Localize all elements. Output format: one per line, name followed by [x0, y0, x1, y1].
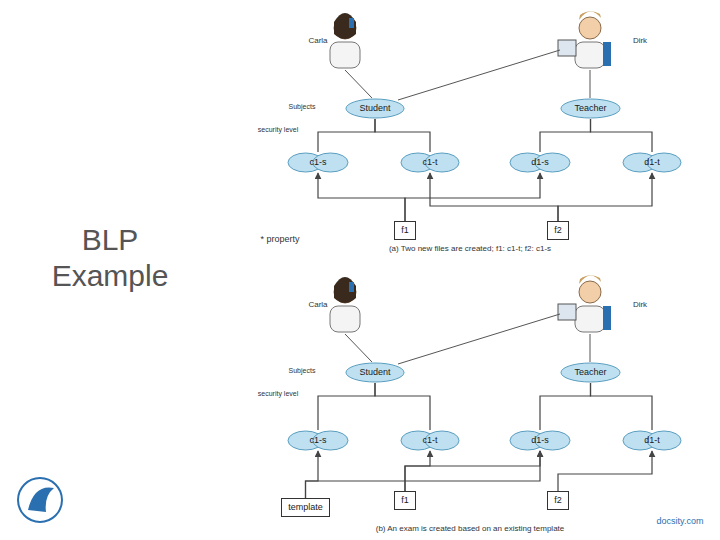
connector: [430, 173, 558, 221]
ellipse-shape: [561, 99, 620, 118]
file-box: f1: [394, 491, 416, 510]
connector: [306, 451, 541, 498]
level-ellipse-pair: c1-s: [287, 430, 349, 451]
node-text: f2: [554, 225, 562, 236]
connector: [375, 119, 430, 152]
phone: [349, 18, 354, 28]
hair: [579, 11, 601, 20]
role-ellipse: Teacher: [560, 98, 621, 119]
connector: [405, 451, 430, 491]
connector: [318, 173, 405, 221]
node-text: f2: [554, 495, 562, 506]
user-name: Dirk: [620, 300, 660, 309]
user-line: [590, 334, 591, 362]
connector: [405, 451, 540, 491]
node-text: c1-t: [422, 435, 438, 446]
node-text: d1-s: [531, 435, 549, 446]
level-ellipse-pair: d1-s: [509, 152, 571, 173]
ellipse-shape: [561, 363, 620, 382]
node-text: template: [288, 502, 323, 513]
user-line: [345, 70, 372, 98]
role-ellipse: Teacher: [560, 362, 621, 383]
level-ellipse-pair: c1-t: [400, 430, 460, 451]
node-text: d1-t: [644, 157, 660, 168]
user-figure: [330, 277, 360, 332]
user-name: Dirk: [620, 36, 660, 45]
user-line: [398, 50, 560, 100]
user-name: Carla: [298, 300, 338, 309]
level-ellipse-pair: c1-t: [400, 152, 460, 173]
role-ellipse: Student: [345, 362, 405, 383]
connector: [306, 451, 319, 498]
connector: [375, 383, 430, 430]
file-box: f2: [547, 221, 569, 240]
ellipse-shape: [346, 99, 404, 118]
user-figure: [558, 11, 611, 68]
node-text: c1-s: [309, 435, 327, 446]
user-line: [345, 334, 372, 362]
file-box: f2: [547, 491, 569, 510]
user-line: [398, 314, 560, 364]
logo: [18, 478, 62, 522]
node-text: c1-t: [422, 157, 438, 168]
watermark: docsity.com: [644, 516, 716, 526]
row-label: Subjects: [282, 103, 322, 111]
user-line: [590, 70, 591, 98]
caption: (a) Two new files are created; f1: c1-t;…: [310, 244, 630, 253]
node-text: Teacher: [574, 103, 607, 114]
computer: [558, 304, 576, 320]
phone: [349, 282, 354, 292]
file-box: f1: [394, 221, 416, 240]
beard-hair: [334, 277, 356, 303]
connector: [540, 119, 591, 152]
computer-tower: [603, 306, 611, 330]
property-label: * property: [250, 234, 310, 244]
slide-title: BLP Example: [30, 222, 190, 294]
level-ellipse-pair: d1-t: [622, 430, 682, 451]
node-text: d1-t: [644, 435, 660, 446]
level-ellipse-pair: d1-s: [509, 430, 571, 451]
node-text: f1: [401, 495, 409, 506]
row-label: Subjects: [282, 367, 322, 375]
connector: [318, 119, 375, 152]
hair: [579, 275, 601, 284]
connector: [318, 383, 375, 430]
node-text: c1-s: [309, 157, 327, 168]
role-ellipse: Student: [345, 98, 405, 119]
node-text: d1-s: [531, 157, 549, 168]
ellipse-shape: [346, 363, 404, 382]
connector: [591, 383, 653, 430]
connector: [558, 451, 652, 491]
user-name: Carla: [298, 36, 338, 45]
computer-tower: [603, 42, 611, 66]
connector: [540, 383, 591, 430]
user-figure: [558, 275, 611, 332]
level-ellipse-pair: d1-t: [622, 152, 682, 173]
row-label: security level: [256, 126, 300, 134]
caption: (b) An exam is created based on an exist…: [320, 524, 620, 533]
node-text: Student: [359, 367, 391, 378]
connector: [405, 173, 540, 221]
node-text: Student: [359, 103, 391, 114]
node-text: Teacher: [574, 367, 607, 378]
row-label: security level: [256, 390, 300, 398]
connector: [558, 173, 652, 221]
user-figure: [330, 13, 360, 68]
file-box: template: [281, 498, 330, 517]
node-text: f1: [401, 225, 409, 236]
level-ellipse-pair: c1-s: [287, 152, 349, 173]
connector: [591, 119, 653, 152]
beard-hair: [334, 13, 356, 39]
computer: [558, 40, 576, 56]
